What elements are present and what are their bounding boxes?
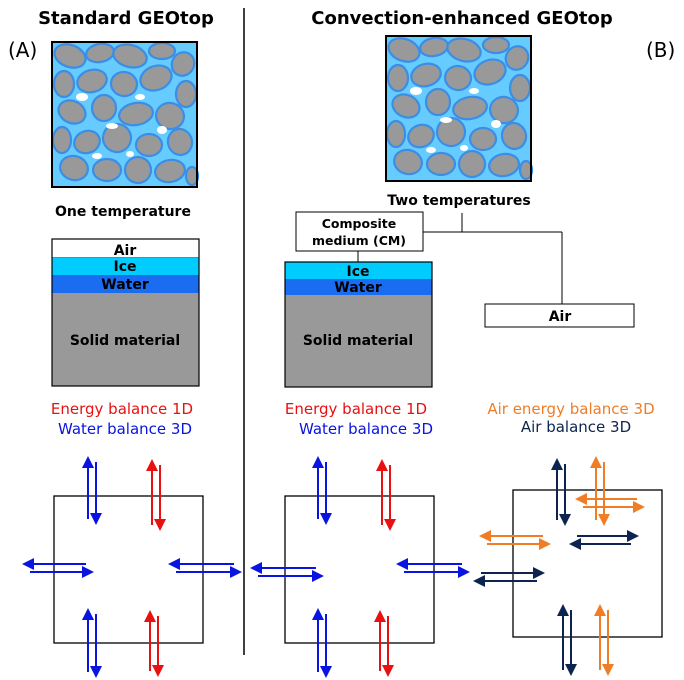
grain [174, 79, 198, 109]
air-layer-label: Air [114, 243, 137, 259]
flux-box-left [53, 495, 204, 644]
composite-medium-box [295, 211, 424, 252]
two-temperatures-caption: Two temperatures [387, 193, 530, 209]
solid-layer-label: Solid material [70, 333, 180, 349]
ice-layer-label: Ice [113, 259, 136, 275]
air-pocket [76, 93, 88, 101]
left-title: Standard GEOtop [38, 8, 214, 29]
grain [435, 116, 467, 148]
grain [166, 127, 194, 157]
grain [53, 43, 87, 69]
grain [457, 149, 487, 179]
air-pocket [426, 147, 436, 153]
soil-column-outline [51, 238, 200, 387]
grain [51, 125, 73, 155]
air-pocket [157, 126, 167, 134]
grain [57, 99, 87, 125]
air-pocket [106, 123, 118, 129]
solid-layer-label: Solid material [303, 333, 413, 349]
grain [90, 93, 118, 123]
grain [488, 152, 520, 178]
porous-outline [51, 41, 198, 188]
grain [154, 158, 186, 184]
grain [386, 63, 410, 93]
grain [446, 37, 482, 63]
grain [508, 73, 532, 103]
grain [424, 87, 452, 117]
porous-medium-right [385, 35, 534, 182]
solid-layer [52, 293, 199, 386]
panel-label-b: (B) [646, 38, 675, 62]
porous-medium-left [51, 41, 200, 188]
one-temperature-caption: One temperature [55, 204, 191, 220]
flux-arrows [22, 456, 645, 678]
grain [500, 121, 528, 151]
air-pocket [92, 153, 102, 159]
grain [76, 68, 108, 94]
left-water-balance-label: Water balance 3D [58, 420, 192, 438]
grain [109, 70, 139, 98]
solid-layer [285, 295, 432, 387]
water-layer [52, 275, 199, 293]
air-pocket [469, 88, 479, 94]
grain [387, 37, 421, 63]
grain [452, 95, 488, 121]
grain [147, 41, 177, 61]
air-pocket [460, 145, 468, 151]
soil-column-right: Ice Water Solid material [284, 261, 433, 388]
grain [73, 129, 101, 155]
grain [91, 157, 123, 183]
water-layer [285, 279, 432, 295]
right-title: Convection-enhanced GEOtop [311, 8, 613, 29]
grain [134, 132, 164, 158]
grain [393, 148, 423, 176]
right-water-balance-label: Water balance 3D [299, 420, 433, 438]
grain [112, 43, 148, 69]
grain [391, 93, 421, 119]
air-pocket [491, 120, 501, 128]
grain [118, 101, 154, 127]
grain [425, 151, 457, 177]
composite-medium-line2: medium (CM) [312, 233, 406, 248]
grain [59, 154, 89, 182]
air-pocket [440, 117, 452, 123]
air-balance-label: Air balance 3D [521, 418, 631, 436]
soil-column-outline [284, 261, 433, 388]
phase-tree: Composite medium (CM) Air [295, 211, 635, 328]
right-energy-balance-label: Energy balance 1D [285, 400, 427, 418]
grain [504, 45, 530, 71]
ice-layer-label: Ice [346, 264, 369, 280]
grain [468, 126, 498, 152]
grain [170, 51, 196, 77]
air-energy-balance-label: Air energy balance 3D [487, 400, 654, 418]
flux-box-right [512, 489, 663, 638]
grain [139, 64, 173, 92]
grain [101, 122, 133, 154]
water-layer-label: Water [334, 280, 382, 296]
grain [407, 123, 435, 149]
air-pocket [126, 151, 134, 157]
panel-label-a: (A) [8, 38, 37, 62]
grain [481, 35, 511, 55]
grain [52, 69, 76, 99]
grain [410, 62, 442, 88]
air-pocket [135, 94, 145, 100]
left-energy-balance-label: Energy balance 1D [51, 400, 193, 418]
grain [385, 119, 407, 149]
ice-layer [52, 258, 199, 275]
composite-medium-line1: Composite [322, 216, 397, 231]
air-phase-box [484, 303, 635, 328]
soil-column-left: Air Ice Water Solid material [51, 238, 200, 387]
air-phase-label: Air [549, 309, 572, 325]
ice-layer [285, 262, 432, 279]
porous-outline [385, 35, 532, 182]
grain [123, 155, 153, 185]
air-pocket [410, 87, 422, 95]
water-layer-label: Water [101, 277, 149, 293]
flux-box-middle [284, 495, 435, 644]
grain [443, 64, 473, 92]
grain [473, 58, 507, 86]
